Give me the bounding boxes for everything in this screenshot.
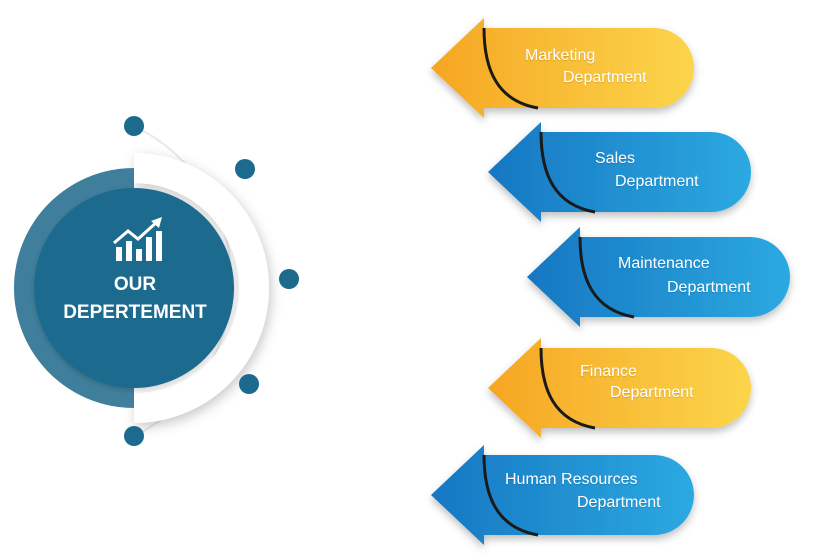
hub-title-line1: OUR	[113, 274, 157, 295]
hub-dot	[235, 159, 255, 179]
dept-label-line1: Finance	[580, 363, 637, 380]
hub-dot	[124, 116, 144, 136]
department-hub-graphic	[14, 116, 299, 446]
hub-dot	[124, 426, 144, 446]
dept-label-line2: Department	[610, 384, 694, 401]
white-ring	[133, 153, 269, 423]
growth-chart-icon	[113, 217, 162, 261]
dept-label-line1: Maintenance	[618, 255, 710, 272]
dept-label-line1: Marketing	[525, 47, 596, 64]
dept-label-line1: Human Resources	[505, 471, 638, 488]
dept-label-line2: Department	[577, 494, 661, 511]
department-arrow[interactable]	[485, 336, 755, 438]
department-arrow[interactable]	[485, 120, 755, 222]
hub-dot	[239, 374, 259, 394]
department-arrow[interactable]	[428, 16, 698, 118]
dept-label-line2: Department	[563, 69, 647, 86]
hub-dot	[279, 269, 299, 289]
department-arrow[interactable]	[428, 443, 698, 545]
dept-label-line1: Sales	[595, 150, 636, 167]
hub-title-line2: DEPERTEMENT	[63, 302, 207, 323]
dept-label-line2: Department	[615, 173, 699, 190]
hub-circle	[34, 188, 234, 388]
department-arrow[interactable]	[524, 225, 794, 327]
dept-label-line2: Department	[667, 279, 751, 296]
